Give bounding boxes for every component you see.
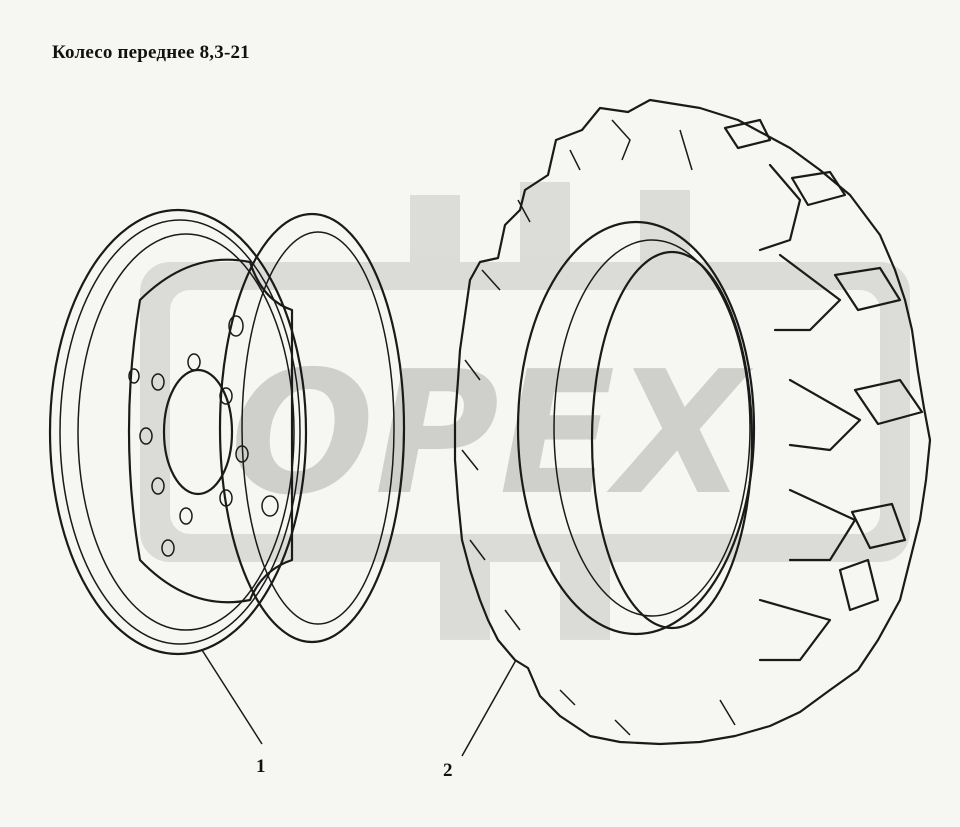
callout-label-1: 1 bbox=[256, 756, 266, 777]
callout-label-2: 2 bbox=[443, 760, 453, 781]
page-title: Колесо переднее 8,3-21 bbox=[52, 42, 250, 63]
wheel-rim bbox=[48, 208, 406, 745]
watermark-gear bbox=[140, 182, 910, 640]
watermark-text: OPEX bbox=[230, 335, 754, 533]
tire bbox=[453, 98, 932, 757]
